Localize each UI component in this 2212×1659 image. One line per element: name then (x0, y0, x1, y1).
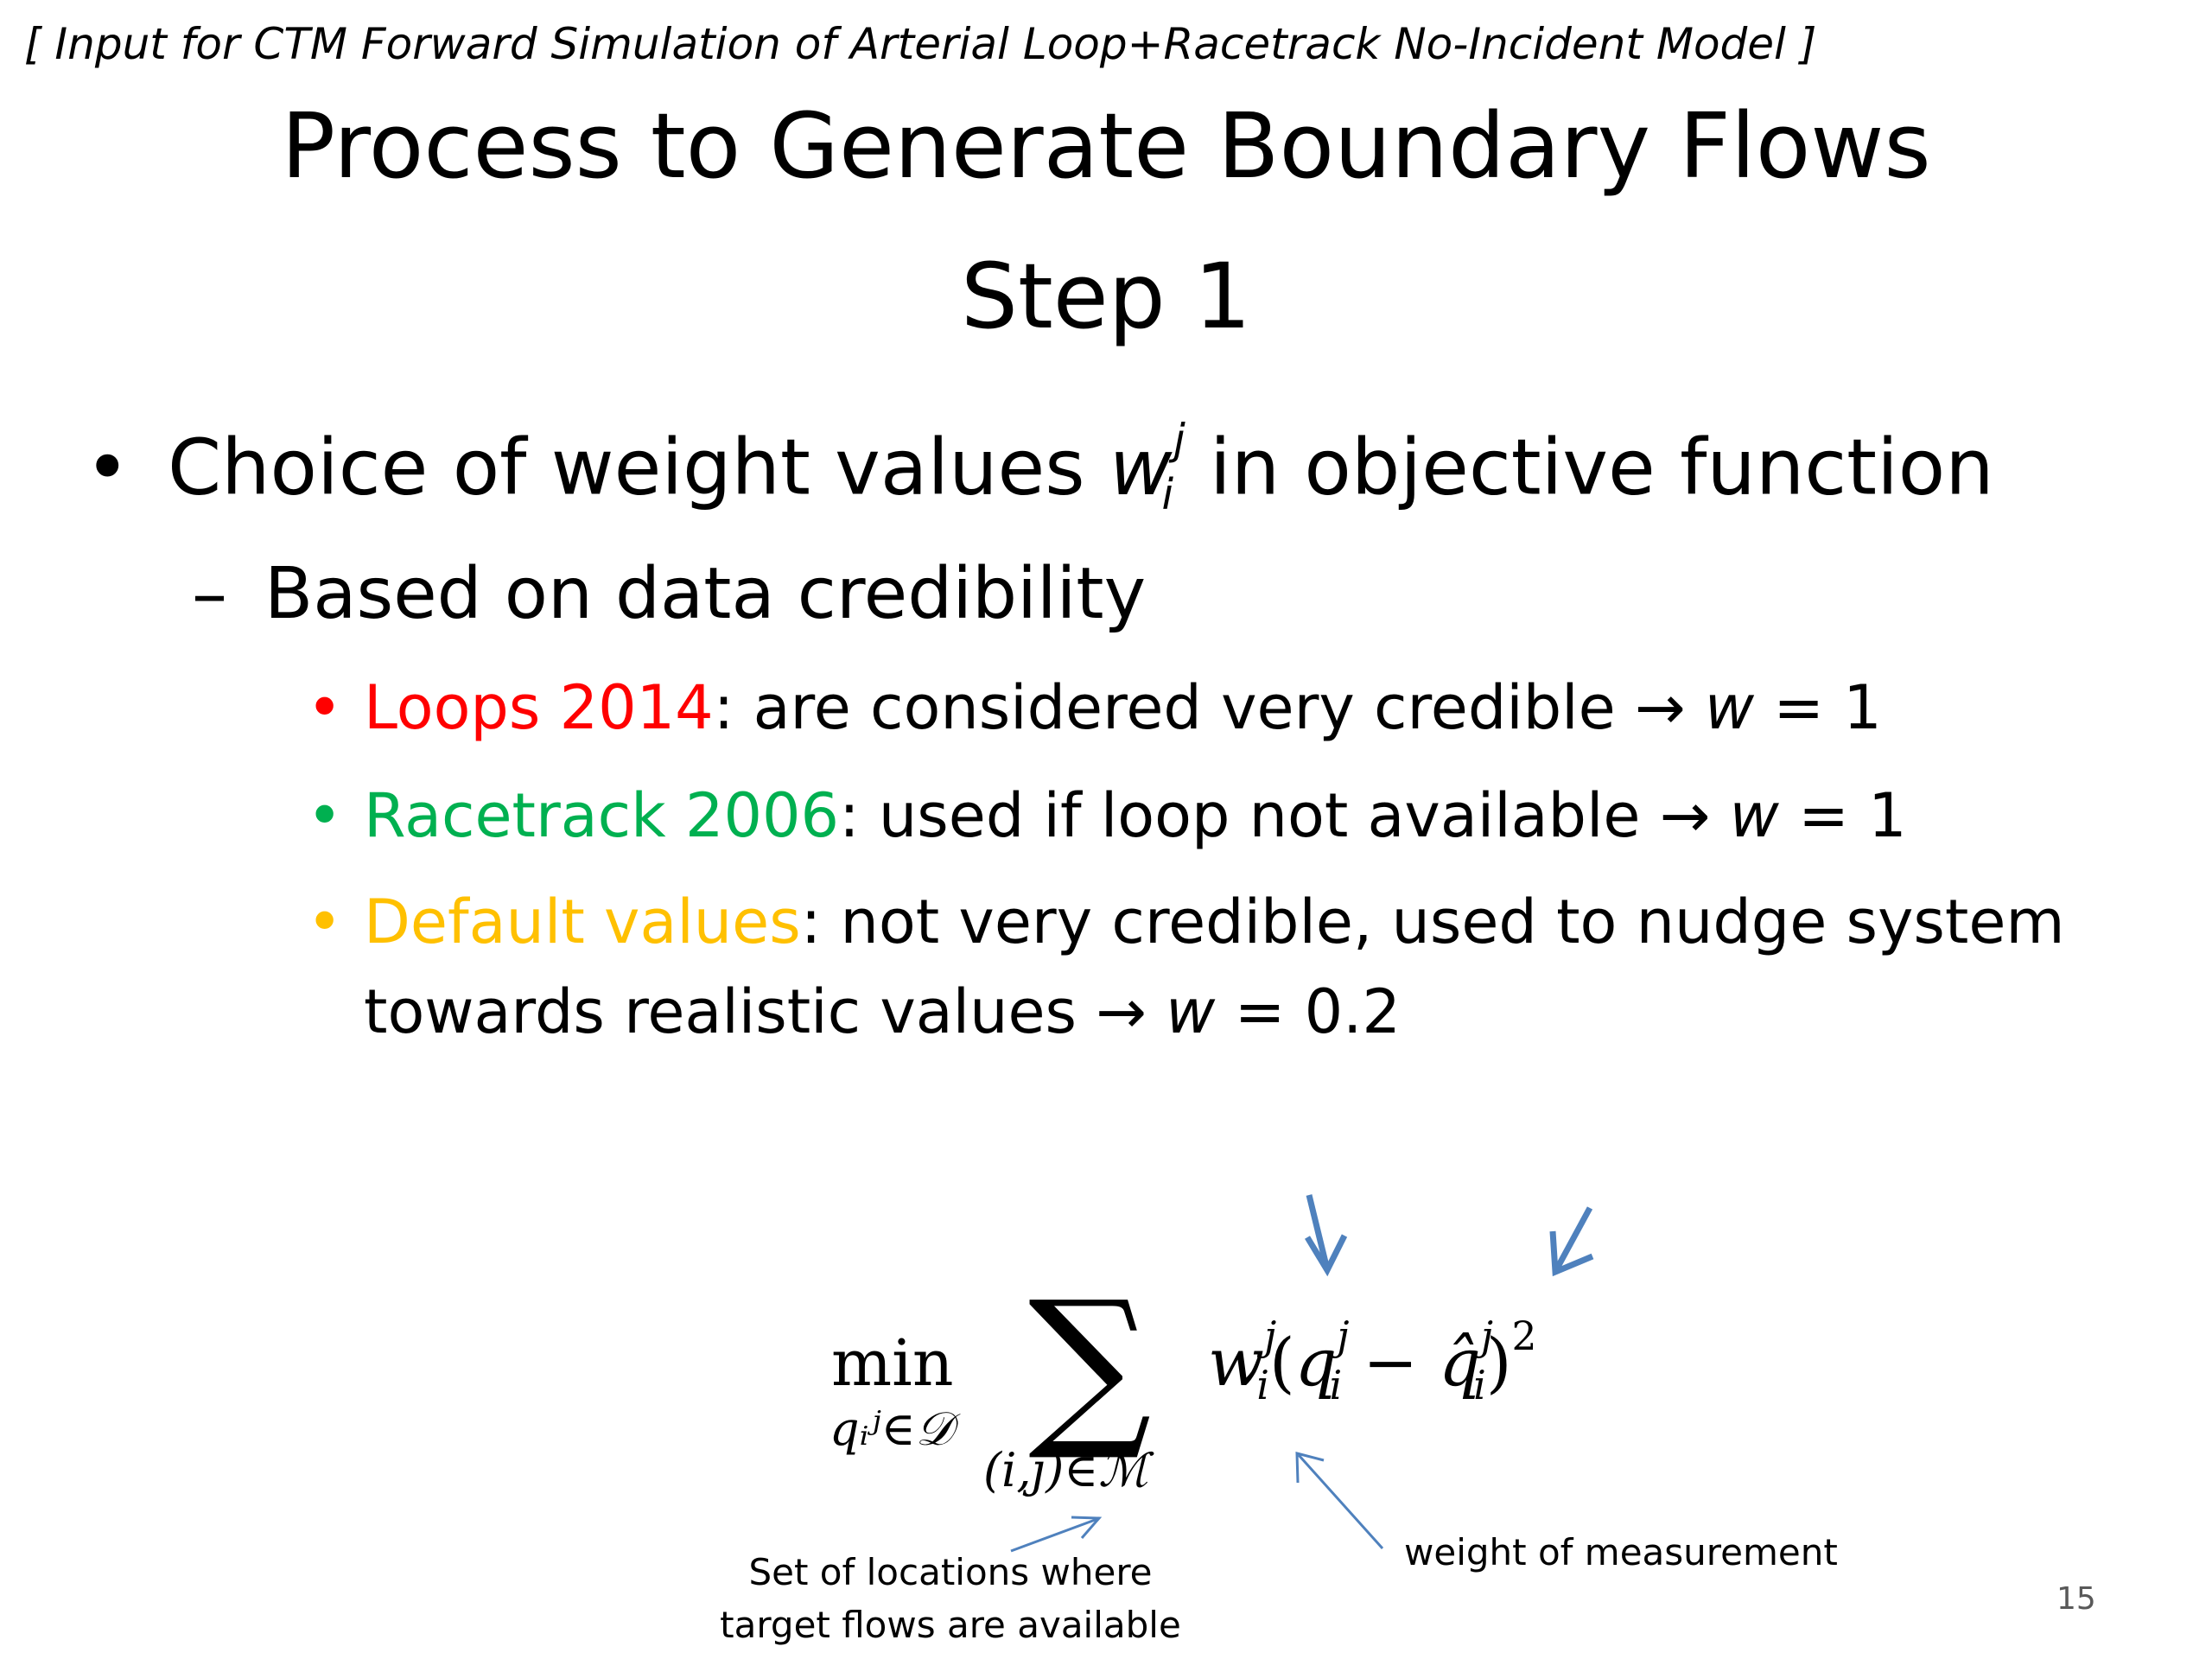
weight-symbol: wij (1109, 415, 1185, 519)
bullet-marker: • (307, 672, 343, 743)
annotation-weight: weight of measurement (1404, 1531, 1838, 1573)
bullet-text-before: Choice of weight values (168, 422, 1109, 512)
slide-title-line-2: Step 1 (960, 244, 1252, 349)
bullet-marker: • (307, 780, 343, 851)
item-text: : not very credible, used to nudge syste… (800, 887, 2065, 957)
item-text: : are considered very credible (713, 672, 1635, 743)
header-note: [ Input for CTM Forward Simulation of Ar… (24, 19, 1817, 69)
loops-label: Loops 2014 (364, 672, 714, 743)
item-text: towards realistic values (364, 976, 1096, 1047)
weight-value: = 1 (1778, 780, 1907, 851)
w-variable: w (1704, 672, 1755, 743)
formula-sum-index: (i,j)∈ℳ (983, 1443, 1149, 1497)
annotation-locations: Set of locations where target flows are … (720, 1551, 1181, 1646)
item-default-values-line-2: towards realistic values → w = 0.2 (364, 976, 1401, 1047)
item-text: : used if loop not available (839, 780, 1660, 851)
sub-bullet-credibility: –Based on data credibility (192, 553, 1146, 635)
formula-power: 2 (1511, 1313, 1537, 1359)
bullet-marker: • (85, 422, 130, 512)
arrow-icon: → (1634, 672, 1686, 743)
item-default-values: • Default values: not very credible, use… (307, 887, 2065, 957)
dash-marker: – (192, 553, 227, 635)
formula-body: wji(qji − q̂ji)2 (1208, 1313, 1537, 1408)
down-arrow-icon (1549, 1206, 1594, 1277)
weight-value: = 0.2 (1215, 976, 1401, 1047)
w-variable: w (1729, 780, 1779, 851)
bullet-text-after: in objective function (1185, 422, 1994, 512)
bullet-weight-values: • Choice of weight values wij in objectiv… (85, 415, 1994, 519)
formula-target-flow: q̂ji (1439, 1313, 1494, 1408)
w-variable: w (1166, 976, 1216, 1047)
sub-bullet-text: Based on data credibility (264, 553, 1147, 635)
slide-title-line-1: Process to Generate Boundary Flows (281, 93, 1931, 199)
formula-flow: qji (1294, 1313, 1350, 1408)
arrow-icon: → (1096, 976, 1147, 1047)
item-loops-2014: • Loops 2014: are considered very credib… (307, 672, 1882, 743)
page-number: 15 (2056, 1581, 2096, 1617)
arrow-icon: → (1659, 780, 1711, 851)
weight-value: = 1 (1754, 672, 1882, 743)
formula-weight: wji (1208, 1313, 1277, 1408)
formula-min-domain: qᵢʲ∈𝒟 (830, 1402, 953, 1456)
formula-sum-symbol: ∑ (1028, 1264, 1152, 1465)
bullet-marker: • (307, 887, 343, 957)
default-label: Default values (364, 887, 801, 957)
locations-pointer-arrow-icon (1010, 1516, 1103, 1553)
down-arrow-icon (1305, 1194, 1348, 1277)
racetrack-label: Racetrack 2006 (364, 780, 840, 851)
formula-min: min (831, 1326, 954, 1401)
item-racetrack-2006: • Racetrack 2006: used if loop not avail… (307, 780, 1907, 851)
weight-pointer-arrow-icon (1295, 1452, 1384, 1550)
